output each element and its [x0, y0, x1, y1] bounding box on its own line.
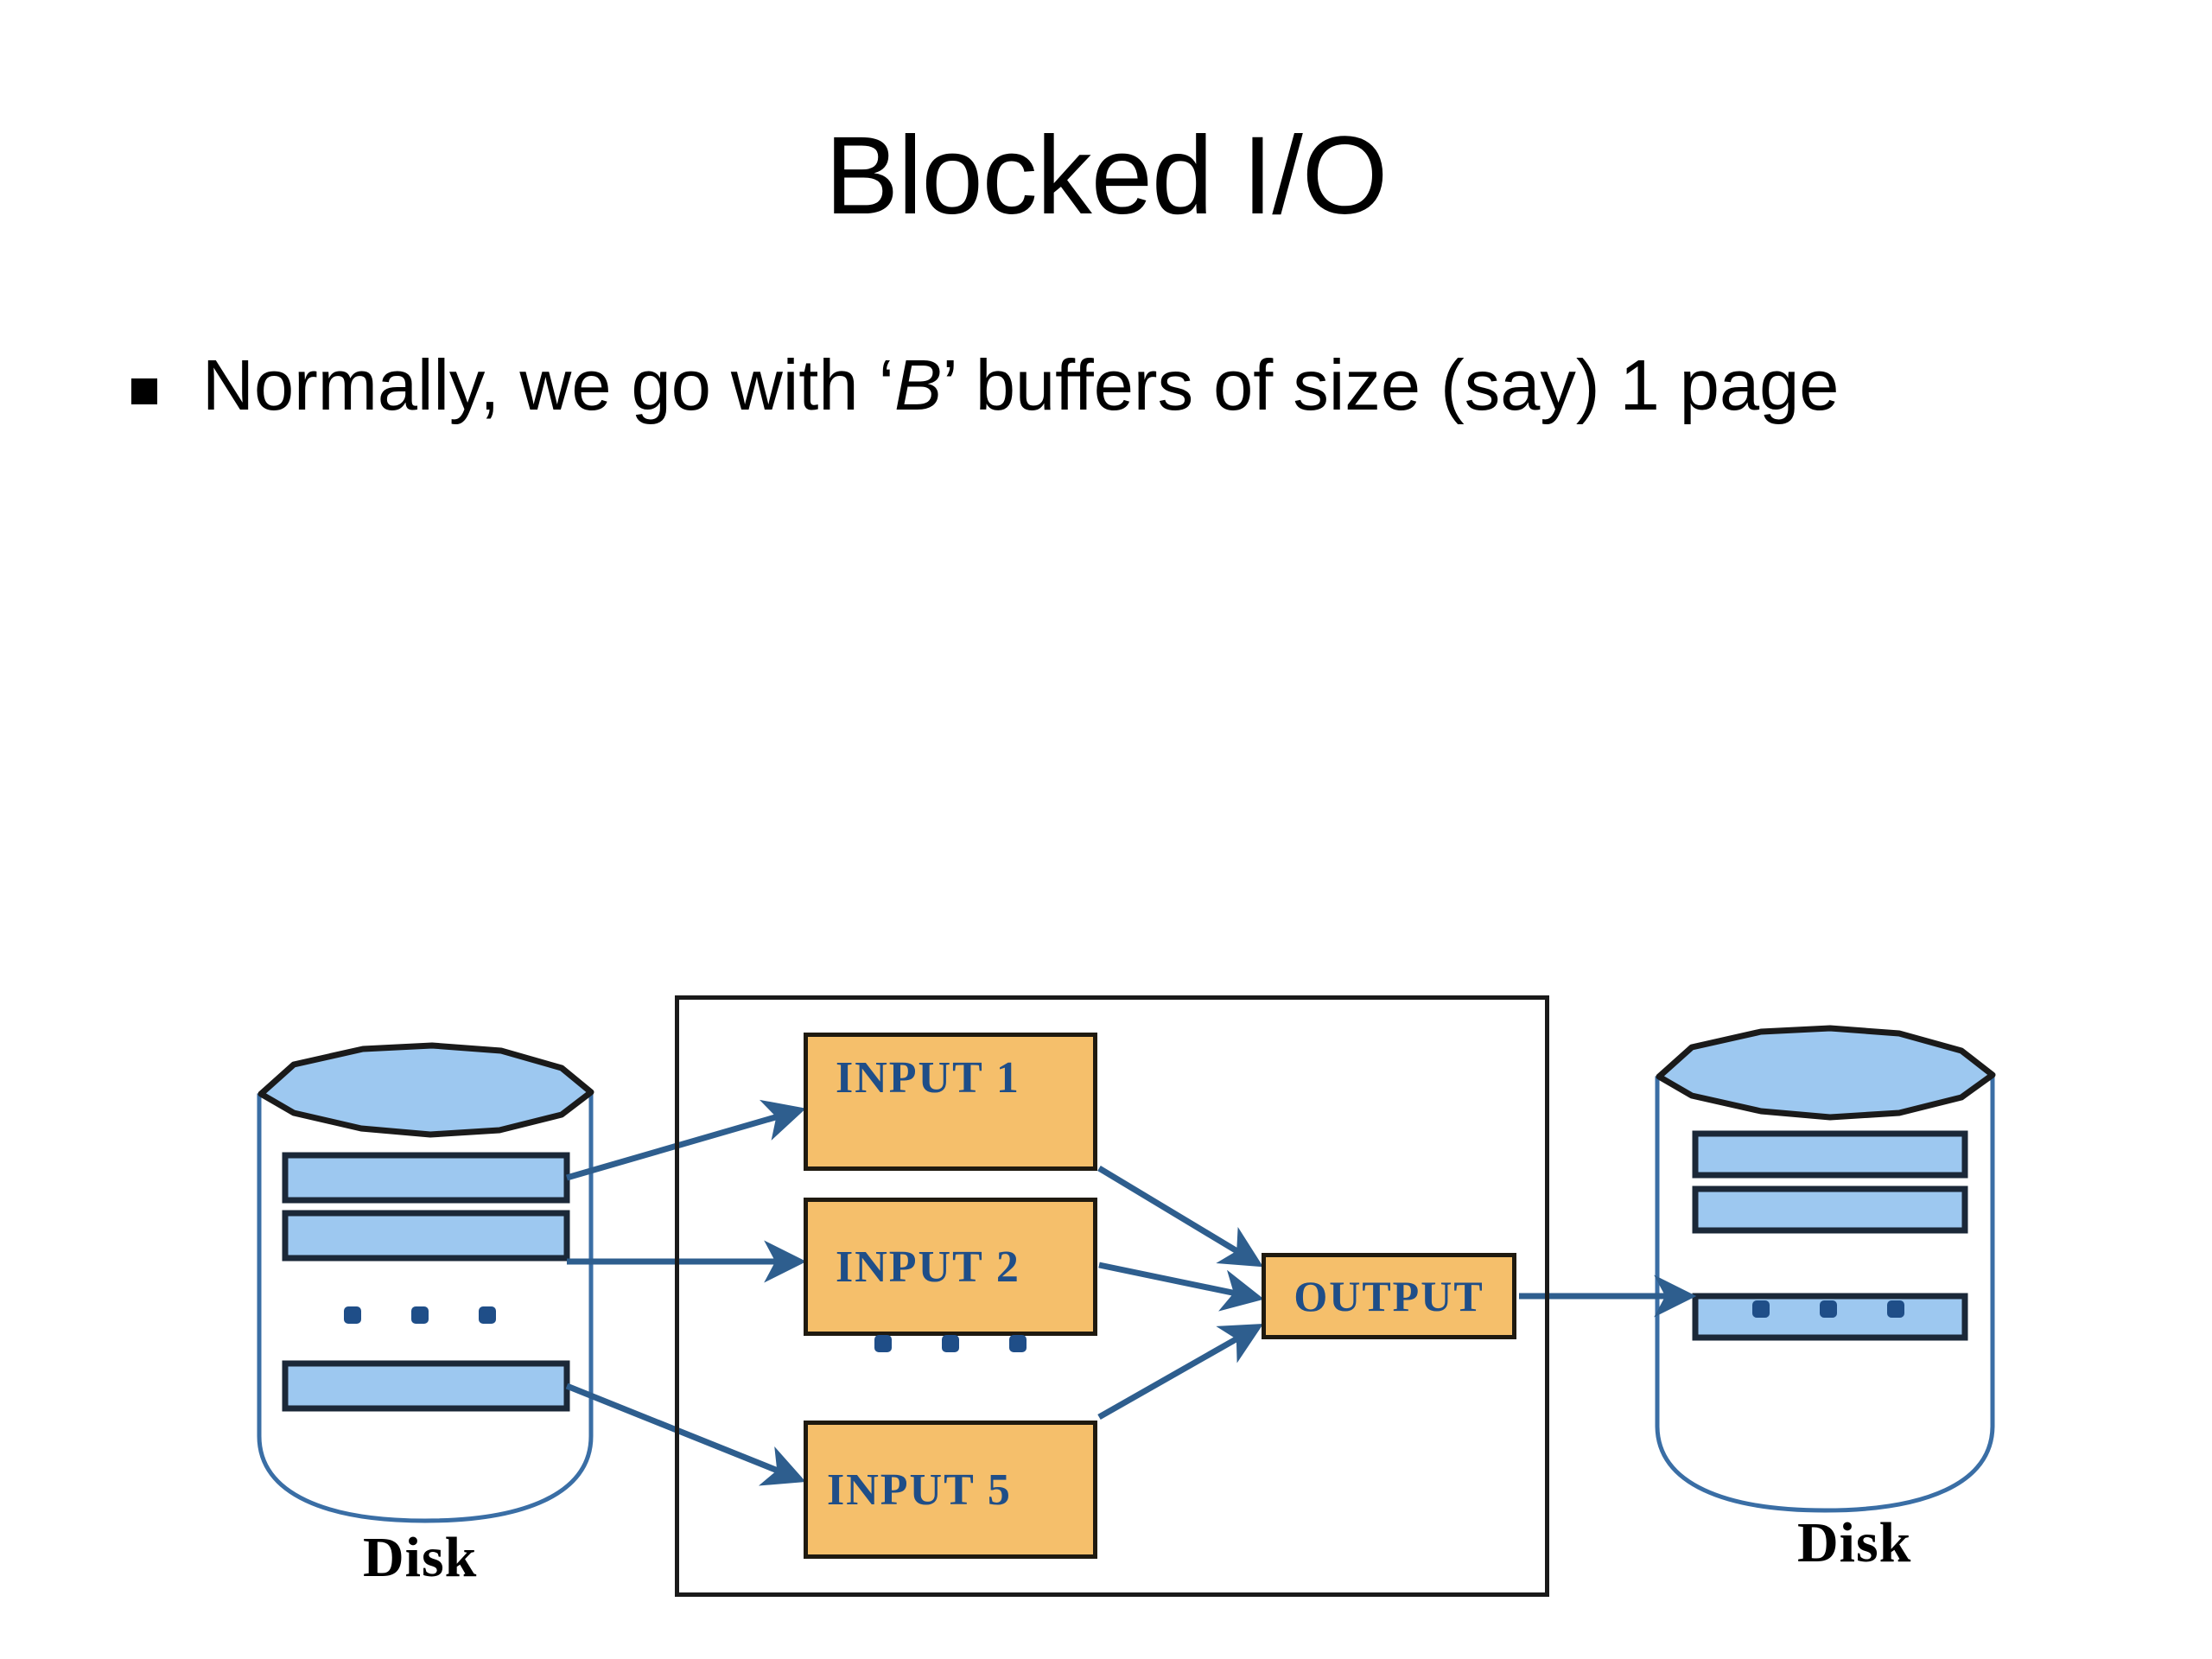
buffer-input-1[interactable]: INPUT 1: [804, 1033, 1097, 1171]
bullet-text-after: ’ buffers of size (say) 1 page: [942, 345, 1840, 425]
dot-icon: [1752, 1300, 1770, 1318]
dot-icon: [1820, 1300, 1837, 1318]
bullet-row: Normally, we go with ‘B’ buffers of size…: [131, 345, 2119, 426]
left-disk-label: Disk: [363, 1526, 478, 1589]
buffer-input-5[interactable]: INPUT 5: [804, 1421, 1097, 1559]
left-disk-bar-2: [282, 1210, 570, 1262]
buffer-input-2[interactable]: INPUT 2: [804, 1198, 1097, 1336]
left-disk: [257, 1042, 594, 1523]
arrow-disk-to-input1: [566, 1099, 806, 1181]
bullet-emphasis-b: B: [894, 345, 943, 425]
bullet-text: Normally, we go with ‘B’ buffers of size…: [202, 345, 1840, 426]
arrow-input1-to-output: [1097, 1166, 1263, 1268]
dot-icon: [1009, 1335, 1027, 1352]
dot-icon: [479, 1306, 496, 1324]
left-disk-ellipsis-icon: [344, 1306, 496, 1324]
right-disk-bar-2: [1692, 1185, 1968, 1234]
bullet-text-before: Normally, we go with ‘: [202, 345, 895, 425]
buffer-input-2-label: INPUT 2: [836, 1242, 1020, 1292]
square-bullet-icon: [131, 378, 157, 404]
right-disk-ellipsis-icon: [1752, 1300, 1904, 1318]
buffer-input-1-label: INPUT 1: [836, 1053, 1020, 1103]
right-disk-label: Disk: [1797, 1511, 1912, 1574]
buffer-ellipsis-icon: [874, 1335, 1027, 1352]
arrow-input2-to-output: [1098, 1262, 1264, 1312]
right-disk: [1655, 1025, 1996, 1513]
arrow-group-inputs-to-output: [1097, 1166, 1264, 1421]
page-title: Blocked I/O: [824, 114, 1389, 238]
left-disk-bar-1: [282, 1152, 570, 1204]
left-disk-bar-3: [282, 1360, 570, 1412]
arrow-disk-to-input5: [565, 1382, 806, 1486]
arrow-group-disk-to-inputs: [565, 1099, 807, 1486]
dot-icon: [411, 1306, 429, 1324]
dot-icon: [874, 1335, 892, 1352]
buffer-output-label: OUTPUT: [1294, 1272, 1484, 1320]
dot-icon: [1887, 1300, 1904, 1318]
right-disk-bar-1: [1692, 1130, 1968, 1179]
buffer-input-5-label: INPUT 5: [827, 1465, 1012, 1515]
buffer-output[interactable]: OUTPUT: [1262, 1253, 1516, 1339]
dot-icon: [344, 1306, 361, 1324]
arrow-input5-to-output: [1097, 1323, 1264, 1421]
memory-region-box: [675, 995, 1549, 1597]
dot-icon: [942, 1335, 959, 1352]
